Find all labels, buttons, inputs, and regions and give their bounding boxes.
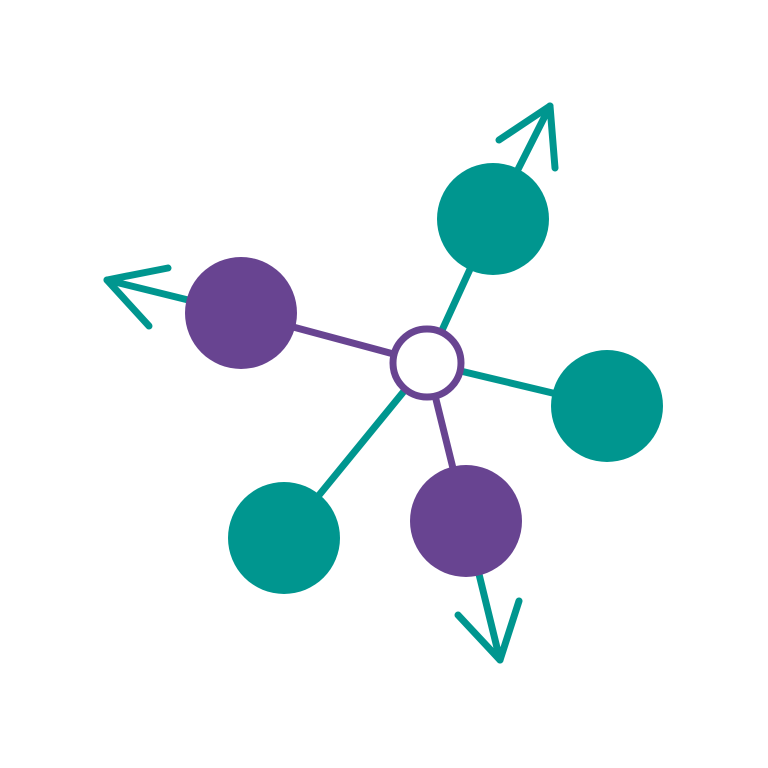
arrow-head-node-bottom-purple (454, 597, 523, 664)
node-right-teal (551, 350, 663, 462)
node-bottom-purple (410, 465, 522, 577)
hub-layer (389, 325, 465, 401)
arrow-head-node-left-purple (103, 264, 172, 330)
node-bottom-left-teal (228, 482, 340, 594)
node-top-right-teal (437, 163, 549, 275)
node-left-purple (185, 257, 297, 369)
hub-node (389, 325, 465, 401)
nodes-layer (185, 163, 663, 594)
arrow-head-node-top-right-teal (495, 102, 559, 172)
